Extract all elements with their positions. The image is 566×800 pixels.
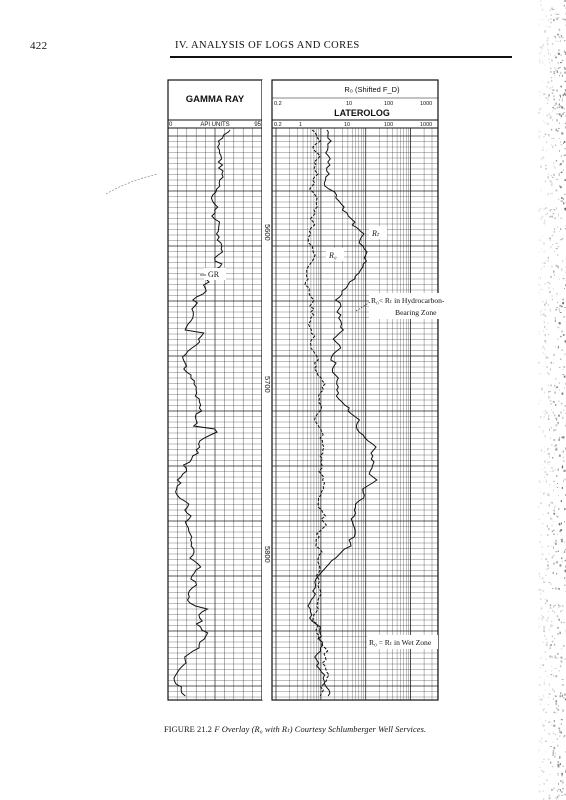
log-figure: GAMMA RAY API UNITS 0 95 5600 5700 5800 …: [162, 76, 444, 710]
scan-edge-noise: [538, 0, 566, 800]
gamma-ray-curve: [173, 129, 231, 697]
margin-pencil-mark: [105, 173, 159, 195]
rt-curve: [307, 129, 378, 697]
annotations: GR Rₜ R₀ R₀< Rₜ in Hydrocarbon- Bearing …: [200, 226, 444, 649]
running-head: IV. ANALYSIS OF LOGS AND CORES: [175, 40, 360, 51]
wet-zone-label: R₀ = Rₜ in Wet Zone: [369, 638, 432, 647]
gamma-ray-scale-min: 0: [169, 122, 173, 128]
hydrocarbon-zone-label-line1: R₀< Rₜ in Hydrocarbon-: [371, 296, 444, 305]
depth-label-5600: 5600: [263, 224, 272, 241]
gamma-ray-track: GAMMA RAY API UNITS 0 95: [167, 79, 263, 701]
upper-scale-3: 1000: [420, 101, 432, 107]
figure-caption-text: F Overlay (R₀ with Rₜ) Courtesy Schlumbe…: [214, 725, 427, 734]
depth-track: 5600 5700 5800: [262, 80, 272, 700]
lower-scale-0: 0.2: [274, 122, 282, 128]
log-figure-svg: GAMMA RAY API UNITS 0 95 5600 5700 5800 …: [167, 79, 444, 701]
gamma-ray-scale-max: 95: [254, 122, 261, 128]
upper-scale-2: 100: [384, 101, 393, 107]
lower-scale-2: 10: [344, 122, 350, 128]
resistivity-grid: [272, 128, 438, 700]
gamma-ray-units: API UNITS: [200, 122, 229, 128]
gamma-ray-grid: [168, 128, 262, 700]
gr-curve-label: GR: [208, 270, 220, 279]
r0-curve-label: R₀: [328, 251, 337, 260]
page-header: 422 IV. ANALYSIS OF LOGS AND CORES: [0, 0, 566, 62]
page-number: 422: [30, 40, 48, 52]
r0-shifted-title: R₀ (Shifted F_D): [344, 85, 400, 94]
resistivity-track: R₀ (Shifted F_D) LATEROLOG 0.2 10 100 10…: [271, 79, 439, 701]
lower-scale-4: 1000: [420, 122, 432, 128]
laterolog-title: LATEROLOG: [334, 108, 390, 118]
gamma-ray-title: GAMMA RAY: [186, 94, 245, 105]
figure-caption: FIGURE 21.2 F Overlay (R₀ with Rₜ) Court…: [164, 724, 426, 734]
depth-label-5800: 5800: [263, 546, 272, 563]
lower-scale-3: 100: [384, 122, 393, 128]
hydrocarbon-zone-label-line2: Bearing Zone: [395, 308, 437, 317]
header-rule: [170, 56, 512, 58]
figure-caption-number: FIGURE 21.2: [164, 725, 213, 734]
depth-label-5700: 5700: [263, 376, 272, 393]
upper-scale-0: 0.2: [274, 101, 282, 107]
rt-curve-label: Rₜ: [371, 229, 380, 238]
upper-scale-1: 10: [346, 101, 352, 107]
lower-scale-1: 1: [299, 122, 302, 128]
